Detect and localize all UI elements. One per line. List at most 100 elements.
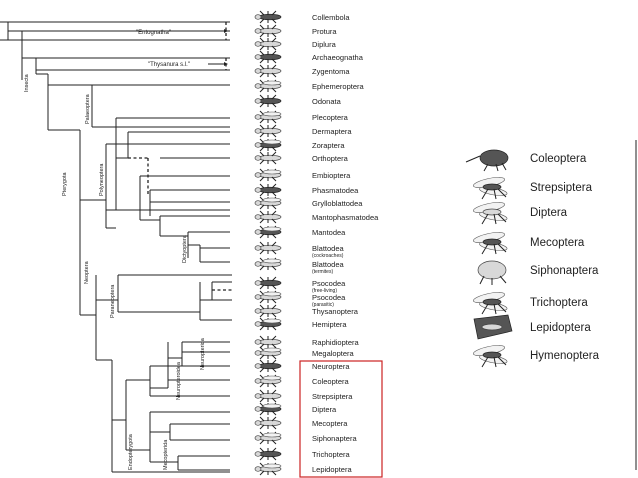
insect-sketch-icon [254, 317, 282, 331]
taxon-subtitle: (termites) [312, 269, 333, 275]
taxon-name: Phasmatodea [312, 186, 359, 195]
insect-sketch-icon [254, 290, 282, 304]
taxon-row: Dermaptera [254, 124, 352, 138]
insect-sketch-icon [254, 196, 282, 210]
insect-sketch-icon [254, 346, 282, 360]
clade-paraneoptera: Paraneoptera [110, 284, 116, 318]
taxon-name: Hemiptera [312, 320, 347, 329]
legend-order-name: Lepidoptera [530, 322, 591, 334]
legend-order-name: Coleoptera [530, 153, 587, 165]
thysanura-arrowhead [224, 62, 228, 66]
insect-sketch-icon [254, 431, 282, 445]
legend-item: Diptera [473, 202, 568, 225]
insect-sketch-icon [254, 151, 282, 165]
insect-sketch-icon [254, 79, 282, 93]
taxon-name: Plecoptera [312, 113, 349, 122]
insect-sketch-icon [254, 37, 282, 51]
taxon-row: Zoraptera [254, 138, 345, 152]
taxon-row: Coleoptera [254, 374, 350, 388]
highlight-box [299, 360, 383, 478]
legend-order-name: Mecoptera [530, 237, 585, 249]
legend-order-name: Siphonaptera [530, 265, 599, 277]
taxon-name: Coleoptera [312, 377, 350, 386]
taxon-row: Mantophasmatodea [254, 210, 379, 224]
flea-icon [477, 260, 507, 285]
taxon-subtitle: (parasitic) [312, 302, 334, 308]
caddisfly-icon [473, 292, 508, 315]
insect-sketch-icon [254, 24, 282, 38]
taxon-name: Thysanoptera [312, 307, 359, 316]
insect-sketch-icon [254, 241, 282, 255]
insect-sketch-icon [254, 10, 282, 24]
taxon-name: Ephemeroptera [312, 82, 365, 91]
taxon-row: Megaloptera [254, 346, 355, 360]
taxon-subtitle: (free-living) [312, 288, 337, 294]
fly-icon [473, 202, 508, 225]
legend-item: Coleoptera [465, 149, 587, 172]
insect-sketch-icon [254, 389, 282, 403]
clade-mecopterida: Mecopterida [163, 439, 169, 470]
taxon-name: Embioptera [312, 171, 351, 180]
taxon-row: Mecoptera [254, 416, 348, 430]
clade-labels: Insecta Pterygota Palaeoptera Polyneopte… [24, 73, 206, 470]
thysanura-note: "Thysanura s.l." [148, 62, 190, 68]
taxon-row: Plecoptera [254, 110, 349, 124]
taxon-name: Collembola [312, 13, 350, 22]
clade-endopterygota: Endopterygota [128, 433, 134, 470]
taxon-row: Trichoptera [254, 447, 350, 461]
taxon-row: Mantodea [254, 225, 346, 239]
insect-sketch-icon [254, 110, 282, 124]
insect-sketch-icon [254, 257, 282, 271]
entognatha-arrowhead [224, 29, 228, 33]
taxon-name: Protura [312, 27, 337, 36]
taxon-subtitle: (cockroaches) [312, 253, 344, 259]
clade-neoptera: Neoptera [84, 260, 90, 284]
taxon-name: Megaloptera [312, 349, 355, 358]
taxon-row: Blattodea(termites) [254, 257, 345, 275]
taxon-name: Diptera [312, 405, 337, 414]
taxon-row: Neuroptera [254, 359, 350, 373]
entognatha-note: "Entognatha" [136, 30, 171, 36]
clade-pterygota: Pterygota [62, 172, 68, 196]
taxon-name: Raphidioptera [312, 338, 360, 347]
taxon-row: Thysanoptera [254, 304, 359, 318]
taxon-row: Lepidoptera [254, 462, 352, 476]
taxon-row: Hemiptera [254, 317, 347, 331]
clade-polyneoptera: Polyneoptera [99, 163, 105, 196]
taxon-name: Odonata [312, 97, 342, 106]
taxon-row: Ephemeroptera [254, 79, 365, 93]
legend-item: Strepsiptera [473, 177, 593, 200]
taxon-name: Blattodea [312, 260, 345, 269]
taxon-row: Raphidioptera [254, 335, 360, 349]
legend-item: Siphonaptera [477, 260, 599, 285]
insect-sketch-icon [254, 50, 282, 64]
taxon-name: Mecoptera [312, 419, 348, 428]
taxon-row: Collembola [254, 10, 350, 24]
insect-sketch-icon [254, 276, 282, 290]
wasp-icon [473, 345, 508, 368]
insect-sketch-icon [254, 416, 282, 430]
taxon-row: Psocodea(free-living) [254, 276, 346, 294]
legend-item: Mecoptera [473, 232, 585, 255]
legend-order-name: Diptera [530, 207, 568, 219]
taxon-name: Mantodea [312, 228, 346, 237]
taxon-name: Psocodea [312, 293, 346, 302]
order-legend: ColeopteraStrepsipteraDipteraMecopteraSi… [465, 149, 600, 368]
legend-order-name: Trichoptera [530, 297, 588, 309]
legend-order-name: Strepsiptera [530, 182, 593, 194]
taxon-row: Diptera [254, 402, 337, 416]
legend-order-name: Hymenoptera [530, 350, 600, 362]
taxon-name: Lepidoptera [312, 465, 352, 474]
taxon-name: Siphonaptera [312, 434, 357, 443]
taxon-name: Blattodea [312, 244, 345, 253]
taxon-row: Odonata [254, 94, 342, 108]
taxon-name: Orthoptera [312, 154, 349, 163]
insect-sketch-icon [254, 335, 282, 349]
taxon-row: Embioptera [254, 168, 351, 182]
insect-sketch-icon [254, 183, 282, 197]
taxon-name: Trichoptera [312, 450, 350, 459]
taxon-row: Protura [254, 24, 337, 38]
insect-sketch-icon [254, 138, 282, 152]
